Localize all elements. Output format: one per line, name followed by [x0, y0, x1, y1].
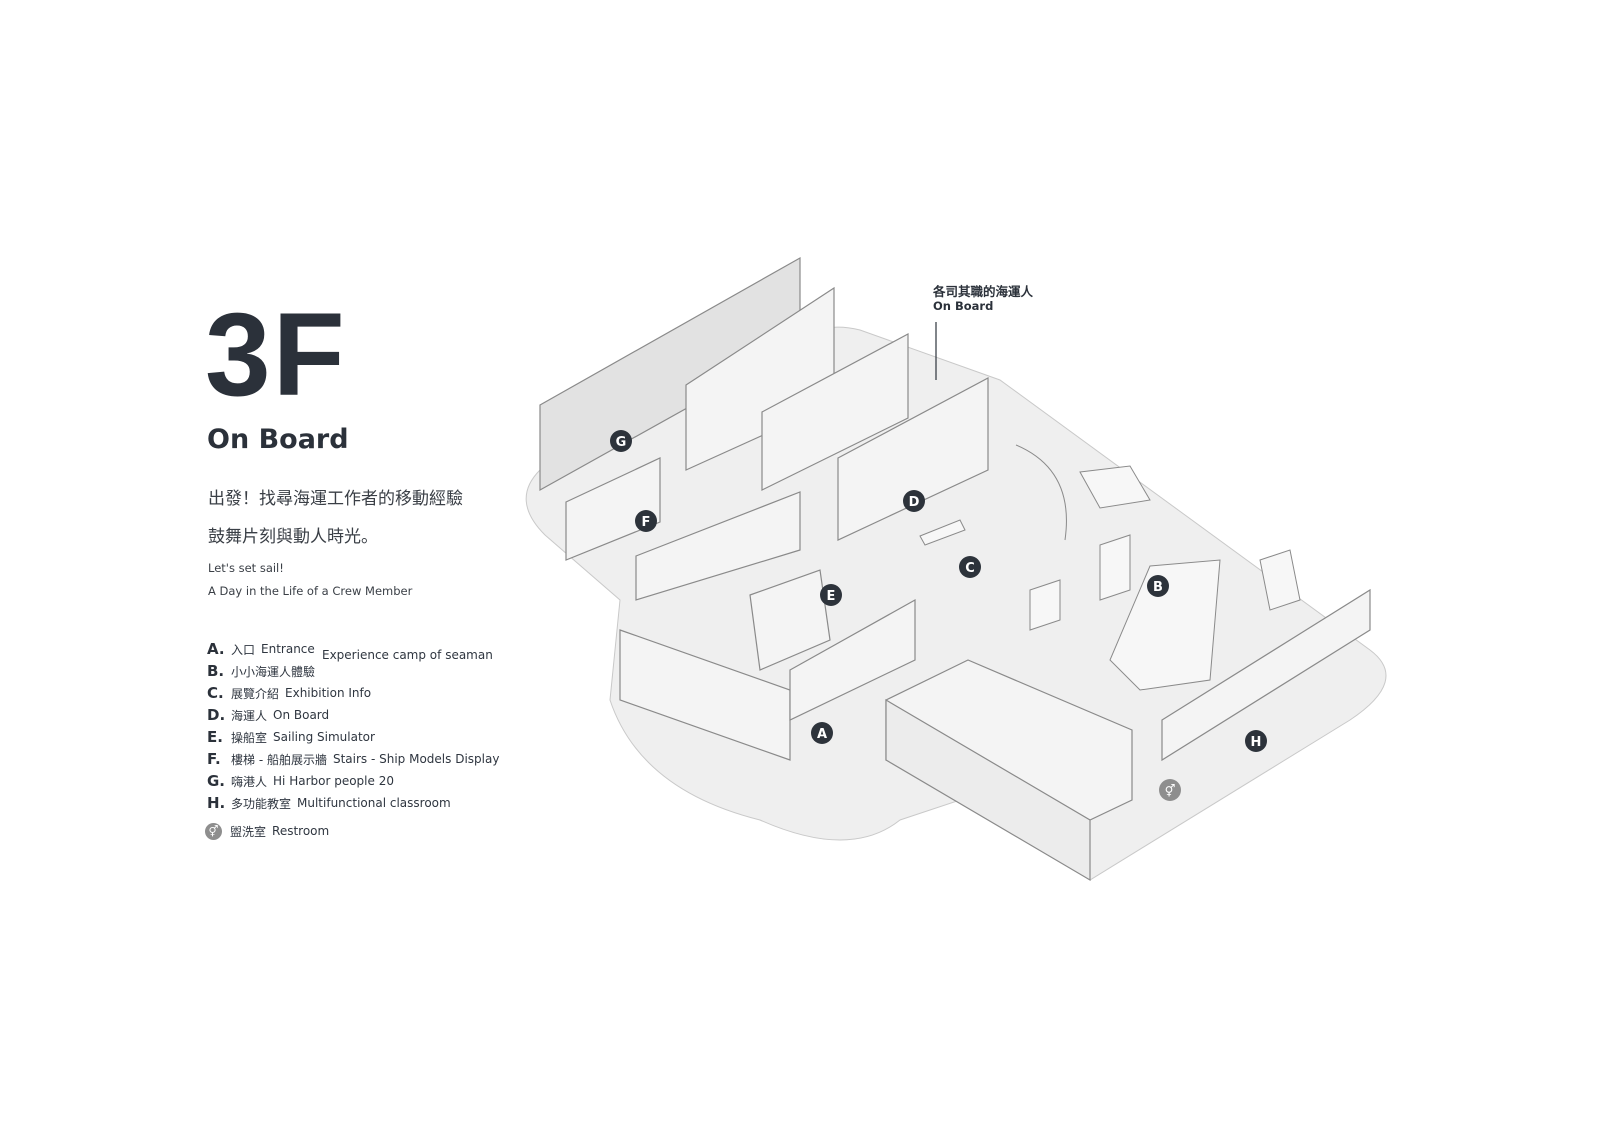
marker-e[interactable]: E [820, 584, 842, 606]
legend-item-e: E. 操船室 Sailing Simulator [207, 726, 527, 748]
legend-en: Exhibition Info [285, 686, 372, 700]
intro-en-line-2: A Day in the Life of a Crew Member [208, 584, 413, 598]
marker-a[interactable]: A [811, 722, 833, 744]
legend-en: Hi Harbor people 20 [273, 774, 394, 788]
legend-zh: 嗨港人 [231, 774, 268, 789]
legend-en: Entrance [261, 642, 315, 656]
marker-c-label: C [965, 561, 975, 576]
legend-zh: 多功能教室 [231, 796, 292, 811]
legend-letter: G. [207, 772, 226, 790]
legend-item-a: A. 入口 Entrance Experience camp of seaman [207, 638, 527, 662]
legend-letter: A. [207, 640, 225, 658]
floor-subtitle: On Board [207, 424, 349, 455]
marker-g[interactable]: G [610, 430, 632, 452]
marker-g-label: G [616, 435, 627, 450]
legend-en: Stairs - Ship Models Display [332, 752, 500, 766]
restroom-icon: ⚥ [1165, 784, 1176, 798]
exhibit-objects [919, 444, 1301, 691]
legend-item-g: G. 嗨港人 Hi Harbor people 20 [207, 770, 527, 792]
marker-b-label: B [1153, 580, 1163, 595]
legend-zh: 展覽介紹 [231, 686, 280, 701]
callout-zh: 各司其職的海運人 [933, 284, 1034, 299]
marker-h[interactable]: H [1245, 730, 1267, 752]
marker-b[interactable]: B [1147, 575, 1169, 597]
legend: A. 入口 Entrance Experience camp of seaman… [205, 638, 527, 842]
intro-en-line-1: Let's set sail! [208, 561, 284, 575]
legend-zh: 操船室 [231, 730, 268, 745]
legend-letter: F. [207, 750, 221, 768]
legend-letter: B. [207, 662, 225, 680]
legend-en: Multifunctional classroom [297, 796, 451, 810]
legend-letter: D. [207, 706, 226, 724]
legend-extra: Experience camp of seaman [322, 648, 493, 662]
callout-en: On Board [933, 299, 994, 313]
marker-e-label: E [827, 589, 836, 604]
walls [539, 256, 1371, 882]
legend-item-b: B. 小小海運人體驗 [207, 660, 527, 682]
legend-en: Restroom [272, 824, 330, 838]
restroom-marker[interactable]: ⚥ [1159, 779, 1181, 801]
marker-d-label: D [909, 495, 920, 510]
legend-en: On Board [273, 708, 330, 722]
intro-zh-line-2: 鼓舞片刻與動人時光。 [208, 527, 378, 547]
legend-zh: 盥洗室 [230, 824, 267, 839]
legend-letter: C. [207, 684, 224, 702]
floor-title: 3F [205, 289, 347, 421]
legend-en: Sailing Simulator [273, 730, 375, 744]
marker-c[interactable]: C [959, 556, 981, 578]
legend-item-c: C. 展覽介紹 Exhibition Info [207, 682, 527, 704]
restroom-icon: ⚥ [205, 822, 222, 840]
intro-zh-line-1: 出發！找尋海運工作者的移動經驗 [208, 489, 463, 509]
legend-zh: 樓梯 - 船舶展示牆 [231, 752, 327, 767]
legend-letter: E. [207, 728, 223, 746]
marker-h-label: H [1251, 735, 1262, 750]
marker-d[interactable]: D [903, 490, 925, 512]
legend-zh: 小小海運人體驗 [231, 664, 316, 679]
legend-item-d: D. 海運人 On Board [207, 704, 527, 726]
legend-zh: 入口 [231, 642, 256, 657]
legend-letter: H. [207, 794, 226, 812]
legend-item-h: H. 多功能教室 Multifunctional classroom [207, 792, 527, 814]
legend-item-f: F. 樓梯 - 船舶展示牆 Stairs - Ship Models Displ… [207, 748, 527, 770]
legend-item-restroom: ⚥ 盥洗室 Restroom [205, 820, 527, 842]
legend-zh: 海運人 [231, 708, 268, 723]
marker-a-label: A [817, 727, 827, 742]
marker-f-label: F [642, 515, 651, 530]
marker-f[interactable]: F [635, 510, 657, 532]
